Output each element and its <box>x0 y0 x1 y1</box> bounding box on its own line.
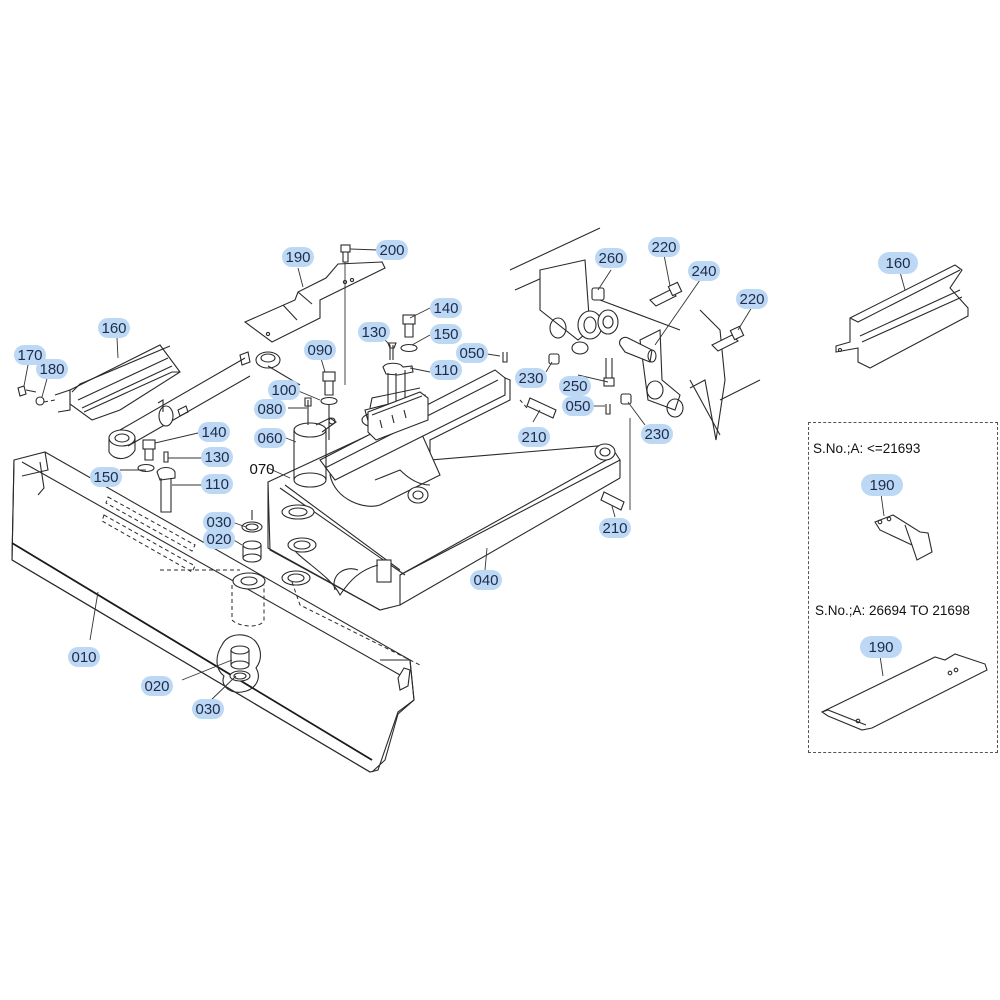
callout-110-right[interactable]: 110 <box>430 360 462 380</box>
callout-040[interactable]: 040 <box>470 570 502 590</box>
svg-text:160: 160 <box>885 255 910 272</box>
callout-050-left[interactable]: 050 <box>456 343 488 363</box>
callout-020-upper[interactable]: 020 <box>203 529 235 549</box>
svg-text:220: 220 <box>739 291 764 308</box>
callout-170[interactable]: 170 <box>14 345 46 365</box>
callout-220-right[interactable]: 220 <box>736 289 768 309</box>
leader-lines <box>23 248 906 704</box>
pin-060 <box>293 397 337 488</box>
svg-text:230: 230 <box>518 370 543 387</box>
callout-190-main[interactable]: 190 <box>282 247 314 267</box>
callout-010[interactable]: 010 <box>68 647 100 667</box>
svg-text:150: 150 <box>93 469 118 486</box>
callout-230-left[interactable]: 230 <box>515 368 547 388</box>
svg-text:010: 010 <box>71 649 96 666</box>
pivot-bushings <box>231 510 266 627</box>
svg-text:250: 250 <box>562 378 587 395</box>
svg-text:220: 220 <box>651 239 676 256</box>
pin-110-group <box>367 314 429 441</box>
callout-140-left[interactable]: 140 <box>198 422 230 442</box>
callout-210-left[interactable]: 210 <box>518 427 550 447</box>
callout-250[interactable]: 250 <box>559 376 591 396</box>
callout-100[interactable]: 100 <box>268 380 300 400</box>
variant-serial-label-2: S.No.;A: 26694 TO 21698 <box>815 603 970 618</box>
svg-text:140: 140 <box>433 300 458 317</box>
callout-080[interactable]: 080 <box>254 399 286 419</box>
svg-text:080: 080 <box>257 401 282 418</box>
callout-130-left[interactable]: 130 <box>201 447 233 467</box>
svg-text:020: 020 <box>206 531 231 548</box>
svg-text:160: 160 <box>101 320 126 337</box>
svg-text:260: 260 <box>598 250 623 267</box>
callout-160-right[interactable]: 160 <box>878 252 918 274</box>
callout-090[interactable]: 090 <box>304 340 336 360</box>
svg-text:050: 050 <box>565 398 590 415</box>
svg-text:110: 110 <box>205 476 229 493</box>
callout-030-upper[interactable]: 030 <box>203 512 235 532</box>
svg-text:030: 030 <box>195 701 220 718</box>
svg-text:130: 130 <box>361 324 386 341</box>
svg-text:190: 190 <box>285 249 310 266</box>
guard-160-right <box>835 264 969 369</box>
svg-text:110: 110 <box>434 362 458 379</box>
blade-part <box>11 451 415 773</box>
svg-text:190: 190 <box>868 639 893 656</box>
callout-060[interactable]: 060 <box>254 428 286 448</box>
plate-190 <box>243 244 386 385</box>
callout-240[interactable]: 240 <box>688 261 720 281</box>
callout-200[interactable]: 200 <box>376 240 408 260</box>
shaft-left <box>108 351 301 460</box>
svg-text:020: 020 <box>144 678 169 695</box>
svg-text:240: 240 <box>691 263 716 280</box>
callout-050-right[interactable]: 050 <box>562 396 594 416</box>
callout-150-left[interactable]: 150 <box>90 467 122 487</box>
callout-150-right[interactable]: 150 <box>430 324 462 344</box>
svg-text:050: 050 <box>459 345 484 362</box>
callout-230-right[interactable]: 230 <box>641 424 673 444</box>
svg-text:210: 210 <box>602 520 627 537</box>
svg-text:130: 130 <box>204 449 229 466</box>
serial-variant-box <box>808 422 998 753</box>
variant-serial-label-1: S.No.;A: <=21693 <box>813 441 921 456</box>
tractor-mount <box>502 227 761 511</box>
callout-220-top[interactable]: 220 <box>648 237 680 257</box>
screw-170 <box>17 385 56 406</box>
svg-text:060: 060 <box>257 430 282 447</box>
svg-text:230: 230 <box>644 426 669 443</box>
callout-190-variant-large[interactable]: 190 <box>860 636 902 658</box>
callout-260[interactable]: 260 <box>595 248 627 268</box>
svg-text:040: 040 <box>473 572 498 589</box>
frame-part <box>267 374 621 666</box>
pin-left-group <box>137 439 176 513</box>
callout-130-right[interactable]: 130 <box>358 322 390 342</box>
blade-lower-boss <box>216 634 262 693</box>
plate-190-variant-large <box>820 653 988 731</box>
callout-190-variant-small[interactable]: 190 <box>861 474 903 496</box>
svg-text:070: 070 <box>249 461 274 478</box>
svg-text:100: 100 <box>271 382 296 399</box>
svg-text:190: 190 <box>869 477 894 494</box>
callout-140-right[interactable]: 140 <box>430 298 462 318</box>
svg-text:200: 200 <box>379 242 404 259</box>
callout-070[interactable]: 070 <box>249 461 274 478</box>
svg-text:180: 180 <box>39 361 64 378</box>
guard-160-left <box>54 344 181 421</box>
callout-160-left[interactable]: 160 <box>98 318 130 338</box>
svg-text:210: 210 <box>521 429 546 446</box>
svg-text:140: 140 <box>201 424 226 441</box>
plate-190-variant-small <box>874 514 933 561</box>
svg-text:030: 030 <box>206 514 231 531</box>
callout-030-lower[interactable]: 030 <box>192 699 224 719</box>
callout-020-lower[interactable]: 020 <box>141 676 173 696</box>
svg-text:170: 170 <box>17 347 42 364</box>
svg-text:090: 090 <box>307 342 332 359</box>
callout-210-right[interactable]: 210 <box>599 518 631 538</box>
svg-text:150: 150 <box>433 326 458 343</box>
callout-110-left[interactable]: 110 <box>201 474 233 494</box>
callout-180[interactable]: 180 <box>36 359 68 379</box>
bolt-090 <box>320 371 338 440</box>
